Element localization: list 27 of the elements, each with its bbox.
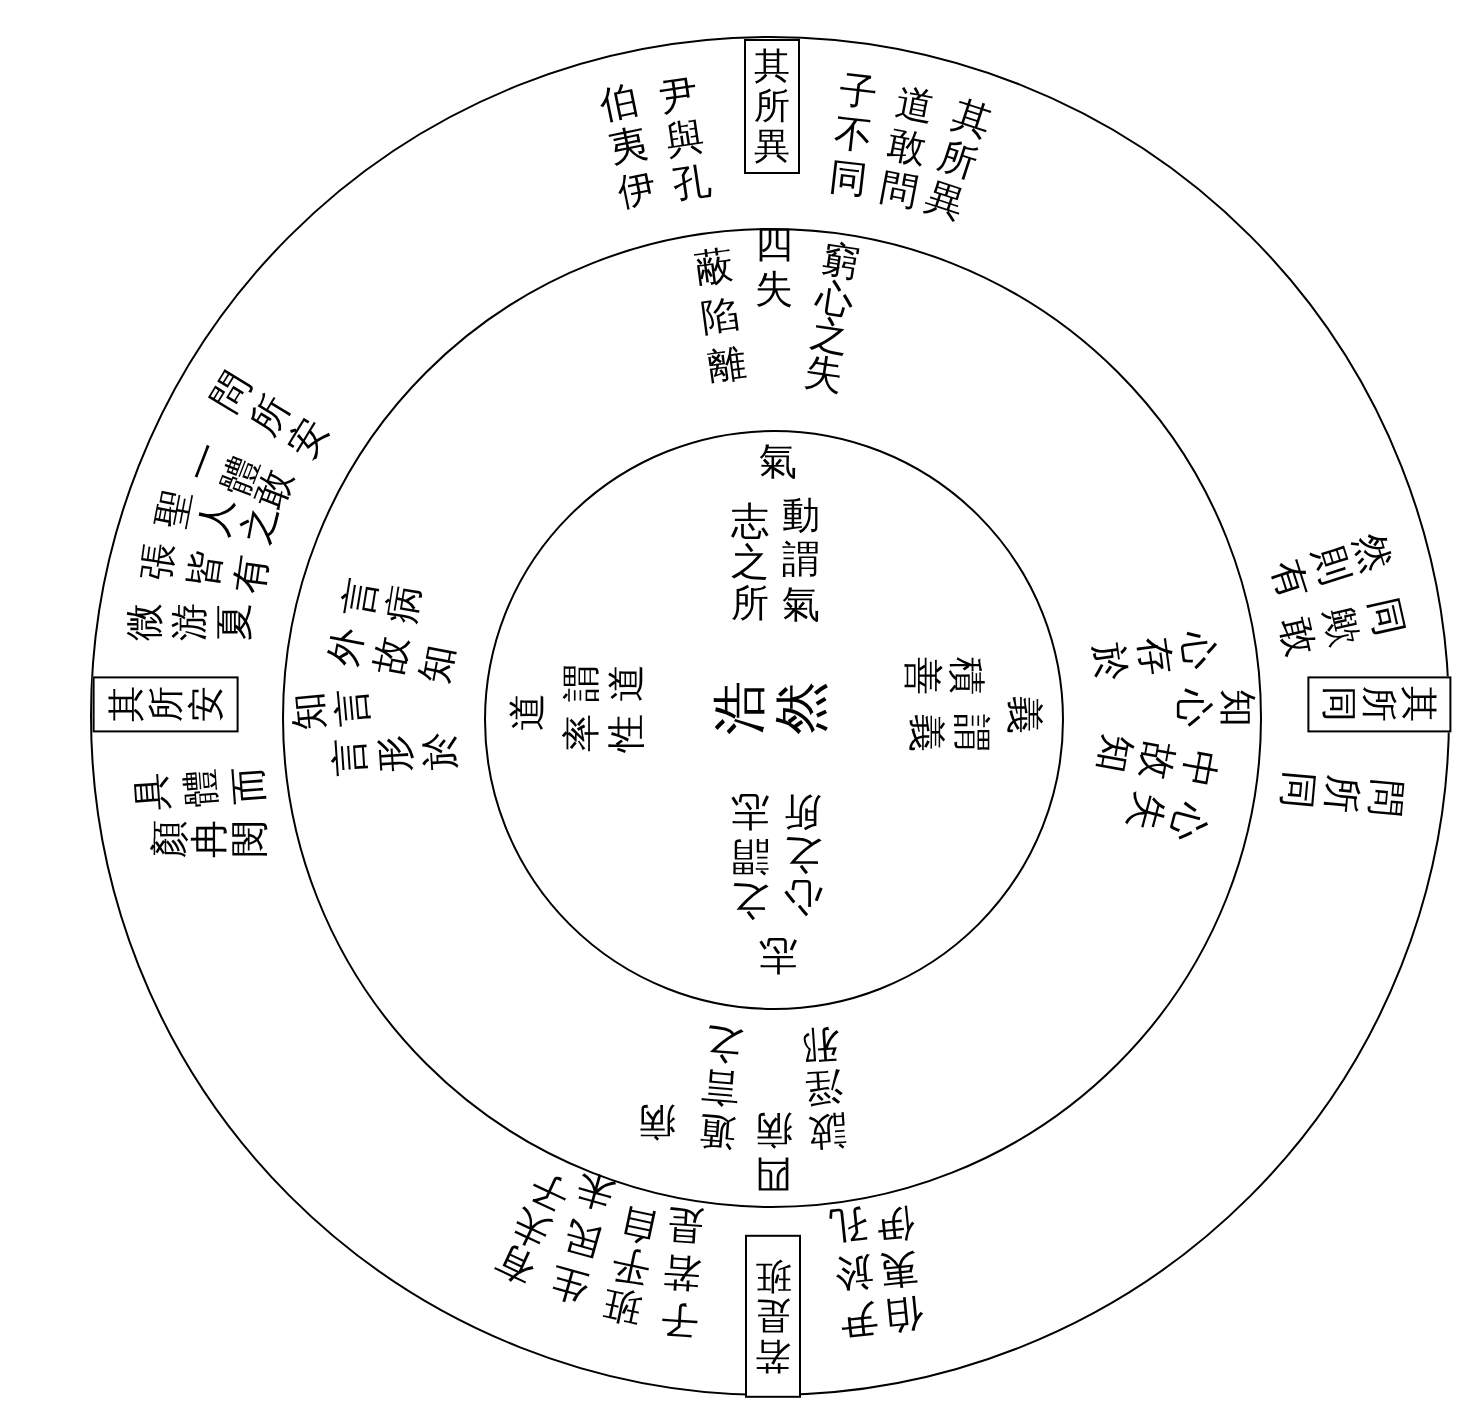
label-box: 其所異 — [744, 38, 800, 174]
vertical-text: 蔽陷離 — [691, 244, 750, 387]
heading: 志 — [757, 932, 798, 978]
heading: 知心 — [1171, 687, 1261, 729]
vertical-text: 問所同 — [1274, 768, 1409, 821]
label-box: 若是班 — [745, 1234, 801, 1398]
label-box: 其所同 — [1307, 676, 1452, 732]
inner-circle — [484, 430, 1064, 1010]
label-box: 其所安 — [92, 676, 239, 732]
vertical-text: 心之所之謂志 — [730, 789, 824, 924]
vertical-text: 志之所動謂氣 — [730, 492, 821, 627]
heading: 氣 — [758, 439, 798, 485]
vertical-text: 伯夷伊尹於孔 — [826, 1201, 927, 1342]
vertical-text: 積善謂義 — [900, 656, 994, 754]
outer-ring — [90, 36, 1450, 1396]
heading: 四病 — [753, 1106, 794, 1197]
vertical-text: 中故知心失 — [1092, 731, 1222, 846]
vertical-text: 然則有同歟敢 — [1267, 529, 1409, 660]
vertical-text: 顏冉閔具體而 — [129, 763, 272, 860]
heading: 道 — [505, 691, 551, 733]
center-text: 浩然 — [706, 680, 833, 737]
vertical-text: 詖淫邪 — [799, 1021, 849, 1154]
vertical-text: 率性謂道 — [559, 663, 650, 755]
vertical-text: 窮心之失 — [801, 238, 864, 397]
vertical-text: 外故知言病 — [324, 574, 460, 687]
heading: 義 — [1001, 695, 1047, 736]
vertical-text: 心存於 — [1088, 627, 1222, 685]
